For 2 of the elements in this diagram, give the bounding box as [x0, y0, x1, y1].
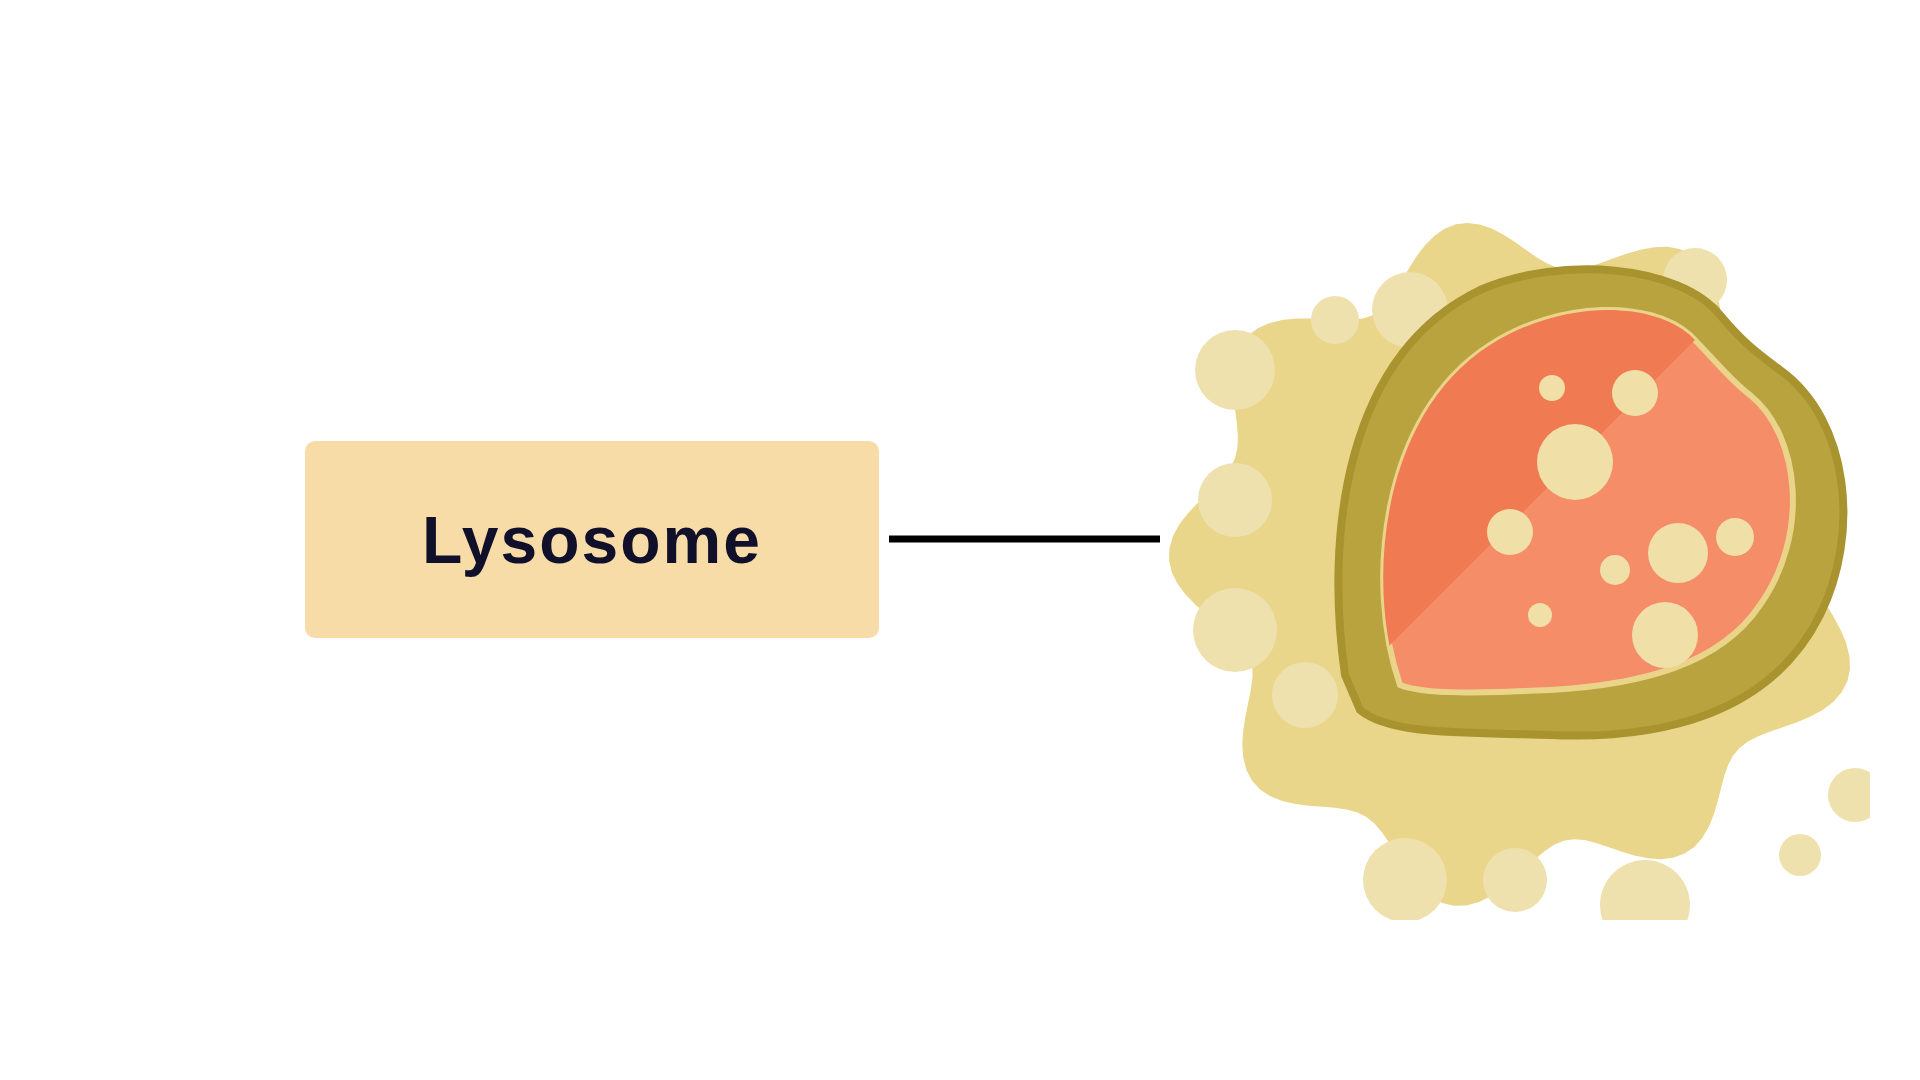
label-text: Lysosome	[422, 501, 762, 578]
label-box	[305, 441, 879, 638]
